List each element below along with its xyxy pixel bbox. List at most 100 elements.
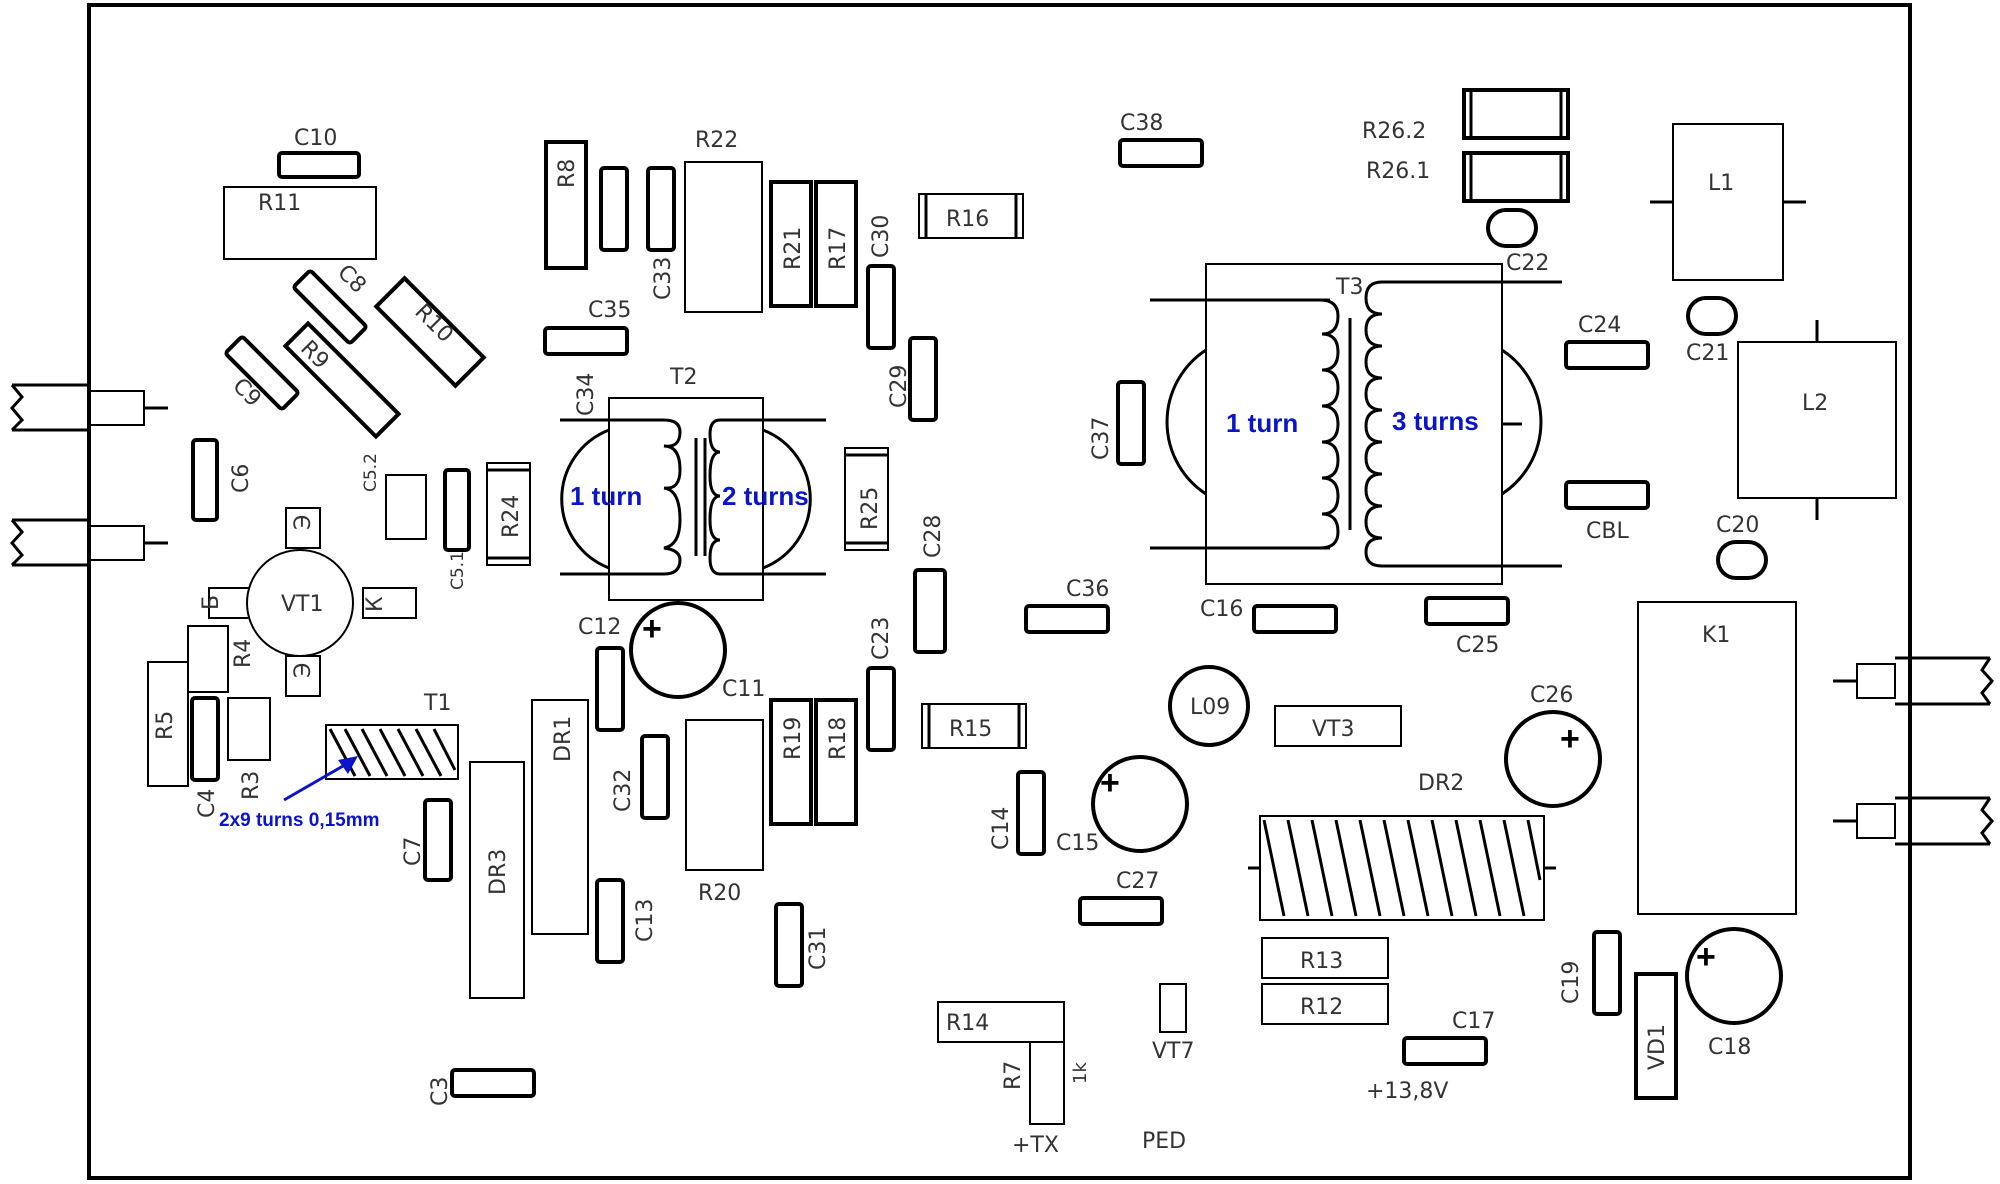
dr1-label: DR1	[551, 716, 576, 762]
c10-label: C10	[294, 126, 337, 151]
c29-label: C29	[887, 365, 912, 408]
c29-pad	[908, 336, 938, 422]
c18-label: C18	[1708, 1035, 1751, 1060]
t2-transformer	[560, 397, 826, 601]
l09-regulator	[1168, 665, 1250, 747]
c4-label: C4	[195, 789, 220, 818]
c-unlabeled-1	[599, 166, 629, 252]
c10-pad	[277, 151, 361, 179]
c24-label: C24	[1578, 313, 1621, 338]
c5-2-body	[385, 474, 427, 540]
c8-label: C8	[332, 260, 370, 298]
c31-pad	[774, 902, 804, 988]
l2-inductor	[1737, 320, 1897, 520]
c37-pad	[1116, 380, 1146, 466]
r7-value: 1k	[1070, 1062, 1091, 1084]
c20-pad	[1716, 540, 1768, 580]
c17-label: C17	[1452, 1009, 1495, 1034]
c6-pad	[191, 438, 219, 522]
r3-body	[227, 697, 271, 761]
board-outline	[87, 3, 1912, 1180]
c33-pad	[646, 166, 676, 252]
c22-label: C22	[1506, 251, 1549, 276]
c14-label: C14	[989, 807, 1014, 850]
r14-label: R14	[946, 1011, 989, 1036]
coax-connector-left-bottom	[10, 518, 168, 567]
supply-label: +13,8V	[1366, 1079, 1448, 1104]
r26-2-label: R26.2	[1362, 119, 1426, 144]
vt1-pin-b: Б	[199, 595, 224, 610]
t1-label: T1	[423, 691, 451, 716]
r8-label: R8	[555, 159, 580, 188]
c30-label: C30	[869, 215, 894, 258]
l1-inductor	[1650, 123, 1806, 281]
c30-pad	[866, 264, 896, 350]
c12-electrolytic	[629, 601, 727, 699]
r3-label: R3	[239, 771, 264, 800]
cbl-label: CBL	[1586, 519, 1629, 544]
c16-pad	[1252, 604, 1338, 634]
r22-label: R22	[695, 128, 738, 153]
t2-primary-note: 1 turn	[570, 481, 642, 511]
vt7-body	[1159, 983, 1187, 1033]
c15-label: C15	[1056, 831, 1099, 856]
r4-label: R4	[231, 639, 256, 668]
t3-primary-note: 1 turn	[1226, 408, 1298, 438]
r11-body	[223, 186, 377, 260]
c21-pad	[1686, 296, 1738, 336]
c23-label: C23	[869, 617, 894, 660]
c5-1-pad	[443, 468, 471, 552]
r25-label: R25	[858, 487, 883, 530]
c-unlabeled-2	[595, 646, 625, 732]
c27-label: C27	[1116, 869, 1159, 894]
c3-pad	[450, 1068, 536, 1098]
t2-secondary-note: 2 turns	[722, 481, 809, 511]
cbl-pad	[1564, 480, 1650, 510]
r10-body	[373, 275, 487, 389]
k1-relay	[1637, 601, 1797, 915]
r15-body	[921, 703, 1027, 749]
r24-body	[486, 462, 531, 566]
c38-label: C38	[1120, 111, 1163, 136]
c16-label: C16	[1200, 597, 1243, 622]
t1-annotation-arrow	[283, 760, 351, 802]
c7-label: C7	[401, 837, 426, 866]
c32-pad	[640, 734, 670, 820]
c20-label: C20	[1716, 513, 1759, 538]
c28-pad	[913, 568, 947, 654]
r11-label: R11	[258, 191, 301, 216]
c4-pad	[190, 696, 220, 782]
r17-body	[814, 180, 858, 308]
t2-label: T2	[669, 365, 697, 390]
ped-label: PED	[1142, 1129, 1186, 1154]
r15-label: R15	[949, 717, 992, 742]
c12-plus: +	[642, 610, 662, 648]
c17-pad	[1402, 1036, 1488, 1066]
c13-pad	[595, 878, 625, 964]
r18-label: R18	[826, 717, 851, 760]
vt3-label: VT3	[1312, 717, 1355, 742]
r21-body	[769, 180, 813, 308]
dr3-label: DR3	[486, 849, 511, 895]
r26-2-body	[1462, 88, 1570, 140]
t3-transformer	[1150, 263, 1562, 585]
t3-secondary-note: 3 turns	[1392, 406, 1479, 436]
vd1-label: VD1	[1645, 1024, 1670, 1070]
c12-label: C12	[578, 615, 621, 640]
r19-label: R19	[781, 717, 806, 760]
l09-label: L09	[1190, 695, 1230, 720]
c7-pad	[423, 798, 453, 882]
c23-pad	[866, 666, 896, 752]
c5-1-label: C5.1	[448, 551, 468, 590]
c11-label: C11	[722, 677, 765, 702]
r25-body	[844, 447, 889, 551]
l1-label: L1	[1708, 171, 1734, 196]
vd1-body	[1634, 972, 1678, 1100]
r20-body	[685, 719, 764, 871]
vt1-transistor	[208, 507, 417, 697]
r5-label: R5	[153, 711, 178, 740]
vt1-pin-k: К	[363, 596, 388, 612]
c36-label: C36	[1066, 577, 1109, 602]
c28-label: C28	[921, 515, 946, 558]
